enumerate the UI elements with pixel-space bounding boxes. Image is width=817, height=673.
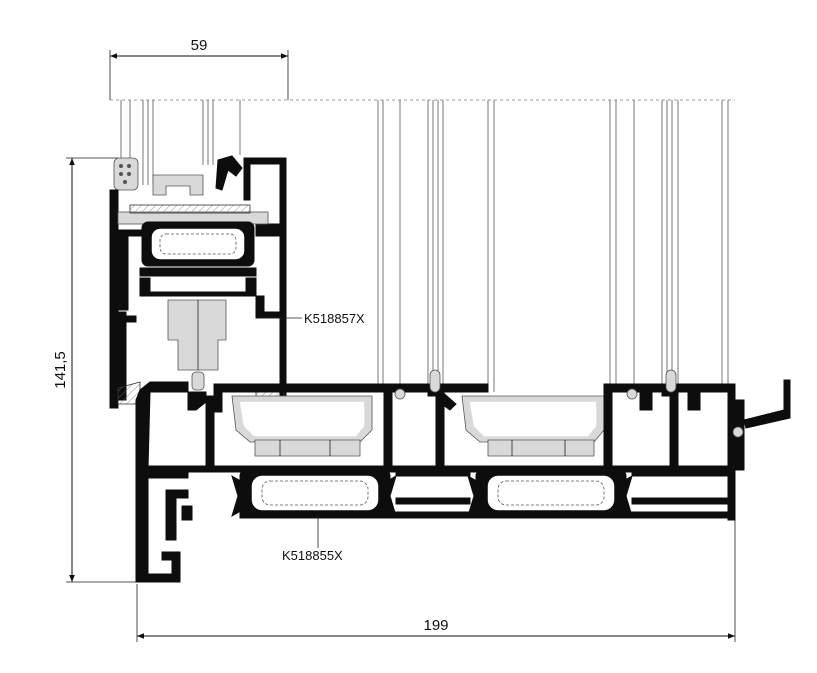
dimension-height: 141,5: [52, 157, 140, 583]
sliding-track-lower: [231, 469, 729, 518]
callout-upper-profile: K518857X: [304, 311, 365, 326]
dimension-bottom-width: 199: [136, 520, 736, 642]
sliding-track-upper: [213, 369, 791, 521]
dimension-height-label: 141,5: [52, 351, 69, 389]
upper-sash-profile: [109, 155, 287, 413]
dimension-top-width: 59: [109, 37, 289, 100]
dimension-bottom-width-label: 199: [423, 617, 448, 634]
glazing-lines: [120, 100, 729, 392]
callout-lower-profile: K518855X: [282, 548, 343, 563]
dimension-top-width-label: 59: [191, 37, 208, 54]
